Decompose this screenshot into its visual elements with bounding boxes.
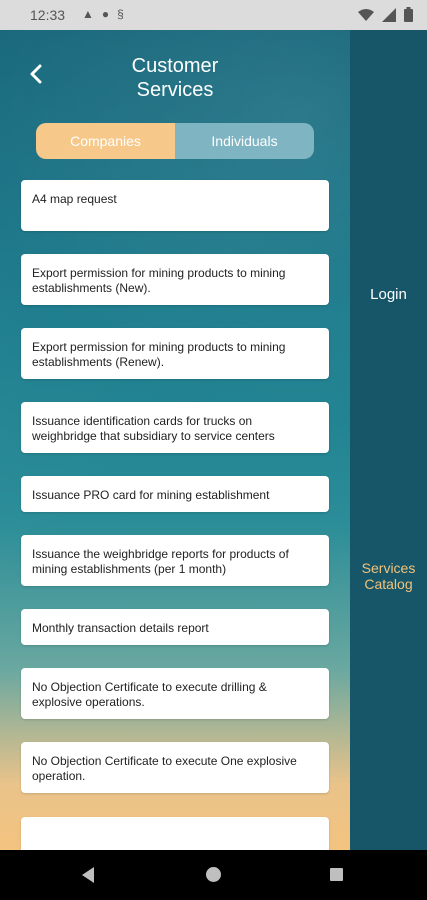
catalog-label-line-2: Catalog: [364, 576, 413, 592]
service-item[interactable]: Export permission for mining products to…: [21, 254, 329, 305]
navigation-bar: [0, 850, 427, 900]
signal-icon: [382, 7, 396, 22]
tab-companies[interactable]: Companies: [36, 123, 175, 159]
nav-back-icon[interactable]: [82, 867, 94, 883]
service-item[interactable]: Export permission for mining products to…: [21, 328, 329, 379]
page-title-line-1: Customer: [131, 55, 219, 77]
notification-icons: ▲ ● §: [82, 7, 124, 21]
page-title-line-2: Services: [136, 79, 214, 101]
chat-icon: ●: [101, 7, 110, 21]
back-arrow-icon[interactable]: [24, 62, 48, 86]
nav-home-icon[interactable]: [206, 867, 221, 882]
status-bar: 12:33 ▲ ● §: [0, 0, 427, 30]
service-item[interactable]: [21, 817, 329, 850]
tab-individuals[interactable]: Individuals: [175, 123, 314, 159]
customer-type-toggle: Companies Individuals: [36, 123, 314, 159]
service-item-label: Issuance PRO card for mining establishme…: [32, 488, 270, 502]
system-icons: [358, 7, 413, 22]
service-item-label: No Objection Certificate to execute One …: [32, 754, 297, 783]
service-item-label: Issuance identification cards for trucks…: [32, 414, 275, 443]
service-item-label: A4 map request: [32, 192, 117, 206]
nav-recents-icon[interactable]: [330, 868, 343, 881]
service-item[interactable]: Issuance identification cards for trucks…: [21, 402, 329, 453]
side-menu-login[interactable]: Login: [370, 286, 407, 303]
status-time: 12:33: [30, 7, 66, 23]
alarm-icon: ▲: [82, 7, 94, 21]
service-item[interactable]: No Objection Certificate to execute dril…: [21, 668, 329, 719]
service-item-label: No Objection Certificate to execute dril…: [32, 680, 267, 709]
service-item-label: Issuance the weighbridge reports for pro…: [32, 547, 289, 576]
service-item-label: Export permission for mining products to…: [32, 340, 286, 369]
service-item[interactable]: Monthly transaction details report: [21, 609, 329, 645]
catalog-label-line-1: Services: [361, 560, 416, 576]
sync-icon: §: [117, 7, 124, 21]
service-item-label: Monthly transaction details report: [32, 621, 209, 635]
service-item[interactable]: Issuance PRO card for mining establishme…: [21, 476, 329, 512]
service-item-label: Export permission for mining products to…: [32, 266, 286, 295]
service-item[interactable]: A4 map request: [21, 180, 329, 231]
battery-icon: [404, 7, 413, 22]
wifi-icon: [358, 8, 374, 21]
service-item[interactable]: Issuance the weighbridge reports for pro…: [21, 535, 329, 586]
page-title: Customer Services: [100, 54, 250, 102]
service-item[interactable]: No Objection Certificate to execute One …: [21, 742, 329, 793]
main-panel: Customer Services Companies Individuals …: [0, 30, 350, 850]
side-menu-services-catalog[interactable]: Services Catalog: [350, 560, 427, 592]
side-menu: Login Services Catalog: [350, 30, 427, 850]
